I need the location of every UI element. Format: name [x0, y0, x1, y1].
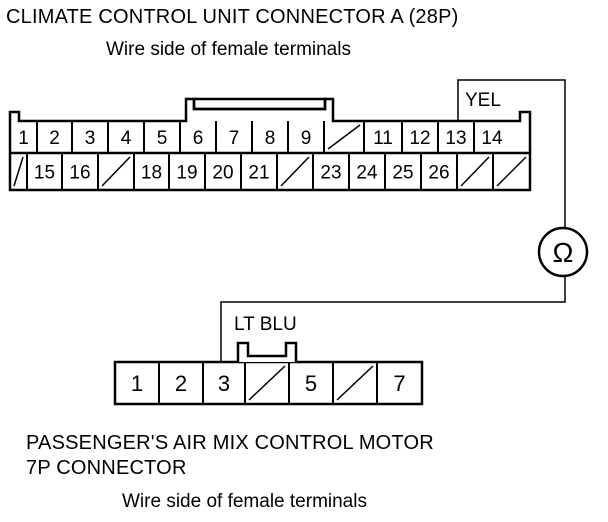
connector-b-cells: 1 2 3 5 7 — [131, 362, 406, 404]
lt-blu-wire — [220, 276, 566, 362]
connector-a-row1-terminal: 1 — [18, 128, 29, 149]
connector-a-row2-empty-slot — [496, 156, 527, 187]
connector-b-terminal: 5 — [305, 371, 317, 396]
connector-a-row1-empty-slot — [327, 124, 361, 150]
connector-a-row1-terminal: 5 — [157, 128, 168, 149]
connector-b-subtitle: Wire side of female terminals — [122, 491, 367, 512]
connector-b-terminal: 7 — [393, 371, 405, 396]
connector-a-row1-terminal: 6 — [193, 128, 204, 149]
connector-a-row2-terminal: 18 — [141, 162, 162, 183]
lt-blu-wire-label: LT BLU — [234, 314, 297, 335]
yel-wire-label: YEL — [465, 90, 501, 111]
connector-a-row1-terminal: 13 — [445, 128, 466, 149]
connector-b-title-line2: 7P CONNECTOR — [26, 457, 187, 479]
connector-a-row1-terminal: 12 — [409, 128, 430, 149]
connector-a-row1-terminal: 4 — [121, 128, 132, 149]
yel-wire — [457, 79, 566, 228]
connector-b-empty-slot — [336, 365, 374, 401]
connector-a-row1-terminal: 11 — [373, 128, 393, 149]
ohmmeter-symbol — [537, 226, 589, 278]
connector-a-row2-terminal: 24 — [356, 162, 378, 183]
connector-a-row2-terminal: 23 — [320, 162, 341, 183]
connector-a-title: CLIMATE CONTROL UNIT CONNECTOR A (28P) — [6, 6, 459, 28]
connector-a-row2-terminal: 26 — [428, 162, 449, 183]
connector-a-row1-terminal: 2 — [49, 128, 60, 149]
connector-a-row1-terminal: 8 — [265, 128, 276, 149]
connector-b-terminal: 3 — [218, 371, 230, 396]
ohm-icon: Ω — [553, 237, 574, 268]
connector-b-terminal: 2 — [175, 371, 187, 396]
connector-a-latch — [192, 97, 327, 111]
connector-a-row2-terminal: 16 — [69, 162, 90, 183]
connector-a-subtitle: Wire side of female terminals — [106, 39, 351, 60]
connector-b-housing — [113, 360, 424, 406]
connector-a-row2-empty-slot — [101, 156, 131, 187]
connector-a-row2-terminal: 15 — [34, 162, 55, 183]
connector-a-row2-terminal: 21 — [248, 162, 269, 183]
connector-a-row2-terminal: 19 — [176, 162, 197, 183]
connector-b-empty-slot — [248, 365, 286, 401]
connector-b-latch — [236, 341, 298, 362]
connector-a-row1-terminal: 9 — [301, 128, 312, 149]
connector-a-row2-empty-slot — [280, 156, 310, 187]
connector-a-row2: 15 16 18 19 20 21 23 24 25 26 — [13, 153, 527, 190]
connector-b-title-line1: PASSENGER'S AIR MIX CONTROL MOTOR — [26, 432, 434, 454]
connector-a-row2-terminal: 25 — [392, 162, 413, 183]
connector-b-terminal: 1 — [131, 371, 143, 396]
connector-a-row1-terminal: 3 — [85, 128, 96, 149]
connector-a-row1-terminal: 7 — [229, 128, 240, 149]
connector-a-row1-terminal: 14 — [481, 128, 503, 149]
connector-a-row2-empty-slot — [13, 156, 24, 187]
connector-a-row2-empty-slot — [460, 156, 490, 187]
connector-a-row2-terminal: 20 — [212, 162, 233, 183]
